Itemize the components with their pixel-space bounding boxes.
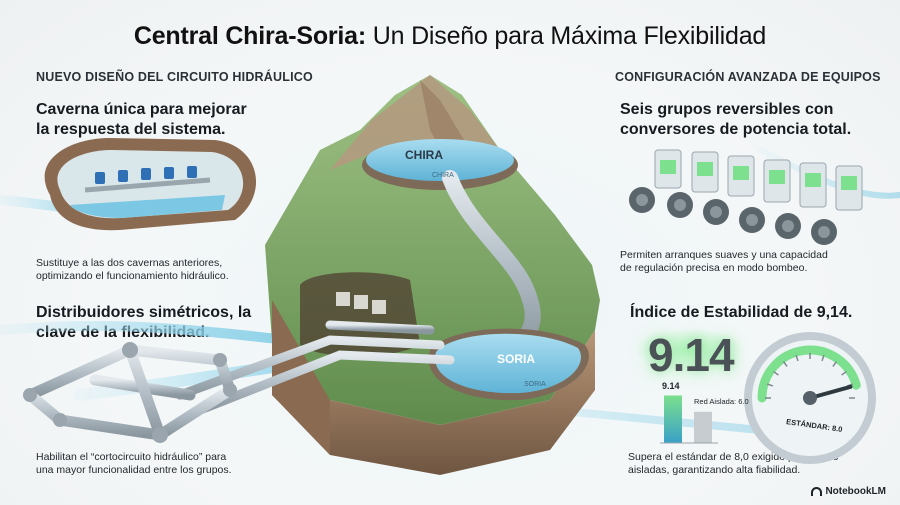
mountain-cutaway [265, 75, 600, 475]
group-unit-3 [703, 155, 755, 225]
groups-description: Permiten arranques suaves y una capacida… [620, 249, 828, 274]
gauge-tick [832, 361, 838, 367]
cavern-capsule-illustration [44, 138, 257, 231]
gauge-tick [841, 370, 847, 376]
distributors-description: Habilitan el “cortocircuito hidráulico” … [36, 451, 232, 476]
upper-reservoir-sublabel: CHIRA [432, 172, 454, 179]
bar-2 [694, 411, 712, 443]
gauge-hub [803, 391, 817, 405]
six-reversible-groups [629, 149, 863, 245]
right-section-heading: CONFIGURACIÓN AVANZADA DE EQUIPOS [615, 70, 881, 84]
group-unit-5 [775, 162, 827, 239]
gauge-tick [773, 370, 779, 376]
stability-gauge [744, 332, 876, 464]
lower-reservoir-soria [428, 328, 589, 401]
lower-reservoir-label: SORIA [497, 352, 536, 366]
gauge-needle [808, 384, 853, 400]
gauge-fill-arc [757, 345, 861, 403]
mountain-cavern [300, 272, 420, 357]
distributor-valves [23, 342, 237, 443]
group-unit-1 [629, 149, 682, 213]
group-unit-4 [739, 159, 791, 233]
lower-reservoir-sublabel: SORIA [524, 381, 546, 388]
brand-notebooklm: NotebookLM [811, 486, 886, 497]
bar-value-label: 9.14 [662, 381, 680, 391]
gauge-tick [782, 361, 788, 367]
stability-big-value: 9.14 [648, 329, 735, 381]
cavern-description: Sustituye a las dos cavernas anteriores,… [36, 257, 229, 282]
upper-reservoir-chira [362, 139, 518, 190]
gauge-tick [795, 354, 799, 362]
group-unit-2 [667, 151, 719, 218]
stability-headline: Índice de Estabilidad de 9,14. [630, 304, 853, 321]
left-section-heading: NUEVO DISEÑO DEL CIRCUITO HIDRÁULICO [36, 70, 313, 84]
notebooklm-logo-icon [811, 487, 823, 496]
bar-1 [664, 395, 682, 443]
gauge-ticks [765, 353, 855, 399]
stability-bar-chart [660, 395, 718, 444]
gauge-tick [766, 383, 774, 387]
gauge-tick [821, 354, 825, 362]
value-glow [635, 328, 745, 372]
upper-reservoir-label: CHIRA [405, 148, 443, 162]
symmetric-distributors-illustration [24, 344, 236, 441]
group-unit-6 [811, 165, 863, 245]
page-title: Central Chira-Soria: Un Diseño para Máxi… [133, 22, 767, 50]
bar-reference-label: Red Aislada: 6.0 [694, 397, 749, 406]
